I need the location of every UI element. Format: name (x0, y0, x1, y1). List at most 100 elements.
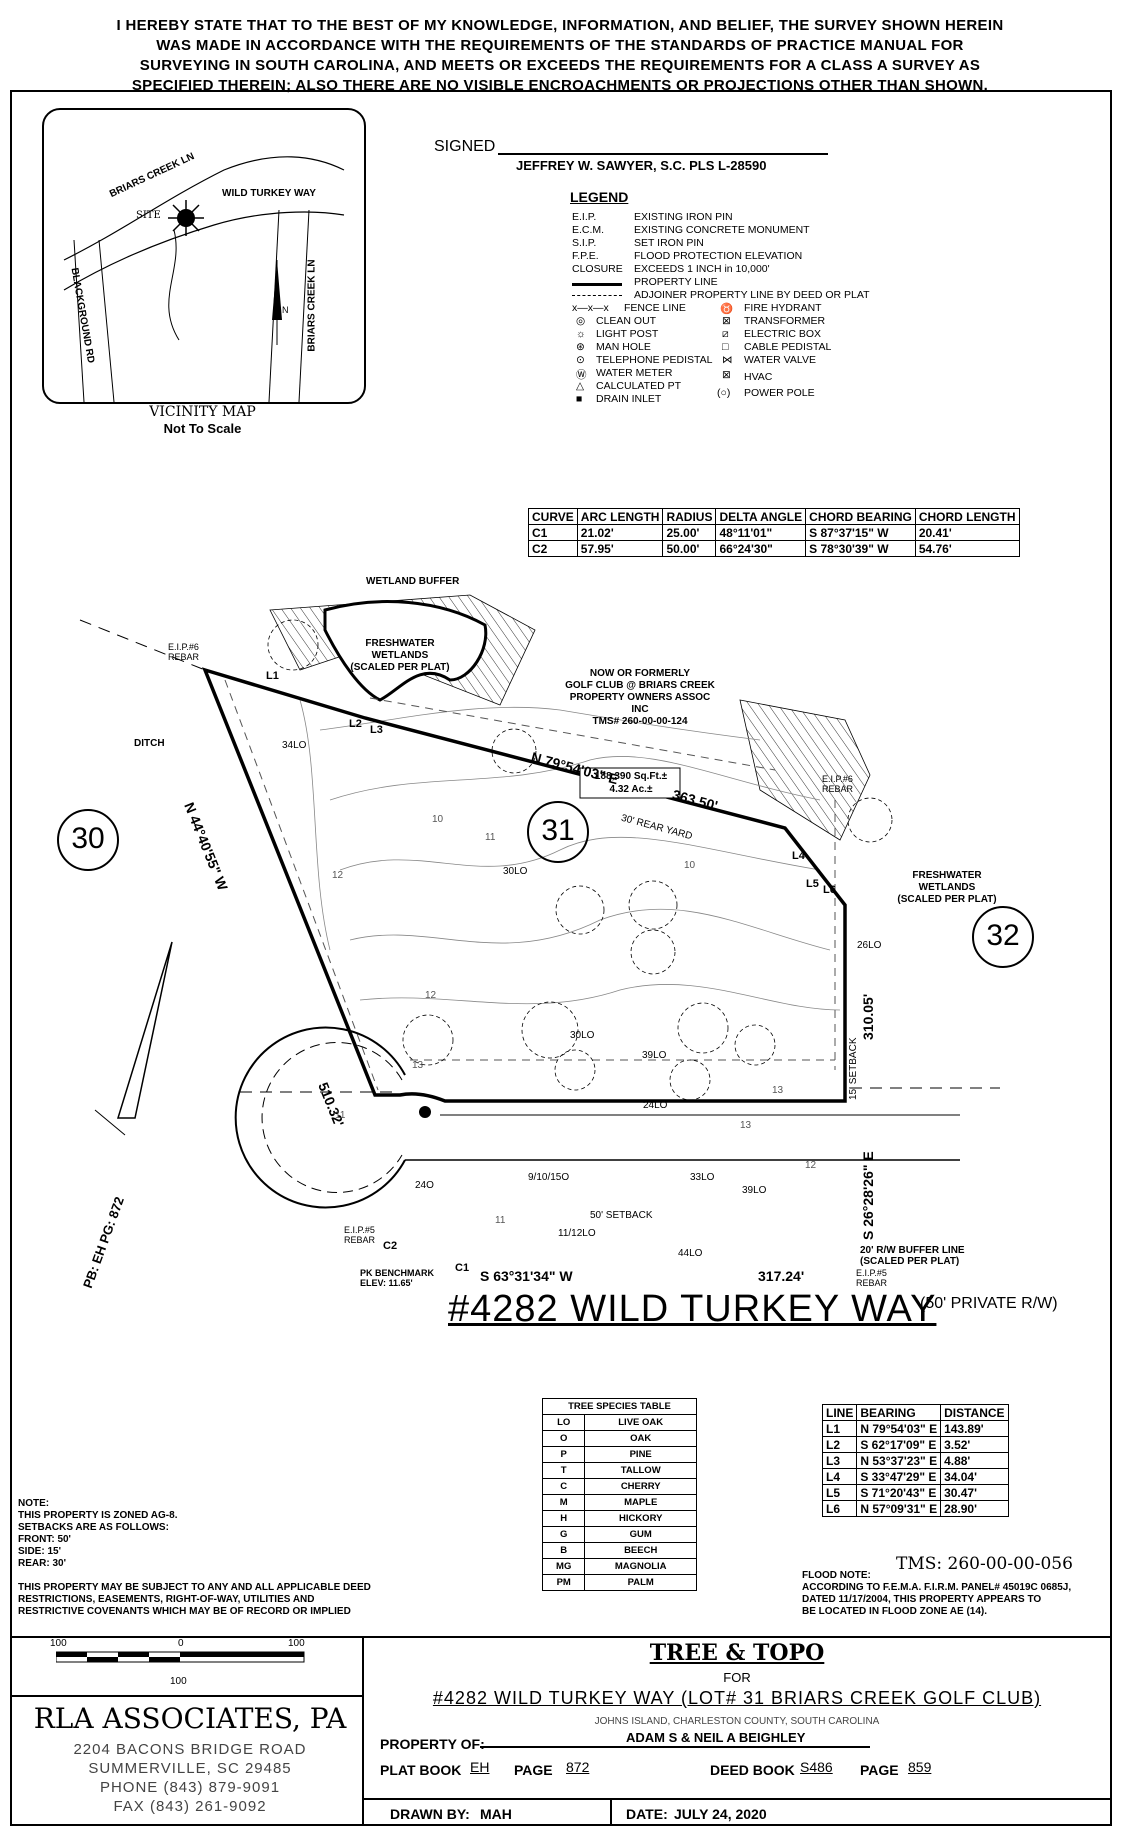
side-setback-label: 15' SETBACK (848, 1037, 859, 1101)
legend-fpe-code: F.P.E. (572, 250, 599, 262)
property-line-icon (572, 283, 622, 286)
drawn-by-value: MAH (480, 1806, 512, 1822)
curve-table: CURVE ARC LENGTH RADIUS DELTA ANGLE CHOR… (528, 508, 1020, 557)
surveyor-name: JEFFREY W. SAWYER, S.C. PLS L-28590 (516, 158, 767, 173)
vicinity-map: BRIARS CREEK LN WILD TURKEY WAY BLACKGRO… (42, 108, 366, 404)
benchmark-label: PK BENCHMARK ELEV: 11.65' (360, 1268, 434, 1288)
address-label: #4282 WILD TURKEY WAY (448, 1288, 937, 1330)
line-header-cell: BEARING (856, 1404, 942, 1421)
line-l3-label: L3 (370, 724, 383, 736)
lot-32-number: 32 (986, 919, 1020, 952)
adjoiner-line: PROPERTY OWNERS ASSOC INC (569, 692, 711, 715)
line-header-cell: DISTANCE (940, 1404, 1009, 1421)
road-briars-creek-ln-2: BRIARS CREEK LN (306, 259, 318, 352)
legend: E.I.P. EXISTING IRON PIN E.C.M. EXISTING… (572, 211, 902, 405)
adjoiner-label: NOW OR FORMERLY GOLF CLUB @ BRIARS CREEK… (560, 668, 720, 728)
table-cell: 57.95' (576, 540, 664, 557)
tree-code: MG (541, 1558, 586, 1575)
company-address-line: 2204 BACONS BRIDGE ROAD (73, 1741, 307, 1758)
south-distance-label: 317.24' (758, 1268, 805, 1284)
row-note: (50' PRIVATE R/W) (920, 1295, 1058, 1312)
east-bearing-label: S 26°28'26" E (860, 1151, 876, 1240)
adjoiner-line-icon (572, 295, 622, 296)
table-cell: 30.47' (940, 1484, 1009, 1501)
contour-label: 12 (332, 870, 344, 881)
line-header-cell: LINE (821, 1404, 858, 1421)
vicinity-map-drawing (63, 156, 345, 403)
freshwater-line: (SCALED PER PLAT) (350, 662, 450, 673)
freshwater-line: WETLANDS (371, 650, 429, 661)
rw-buffer-line: 20' R/W BUFFER LINE (860, 1245, 965, 1256)
wetland-buffer-area-2 (739, 699, 871, 841)
zoning-note-line: FRONT: 50' (18, 1534, 71, 1545)
table-cell: L2 (821, 1436, 858, 1453)
flood-note-line: DATED 11/17/2004, THIS PROPERTY APPEARS … (802, 1594, 1042, 1605)
company-address: 2204 BACONS BRIDGE ROAD SUMMERVILLE, SC … (20, 1740, 360, 1816)
tree-label: 24O (415, 1180, 434, 1191)
legend-transformer: TRANSFORMER (744, 315, 826, 327)
scale-label-right: 100 (288, 1638, 305, 1649)
scale-bar-bottom: 100 (170, 1676, 187, 1687)
legend-clean-out: CLEAN OUT (596, 315, 657, 327)
south-bearing-label: S 63°31'34" W (480, 1268, 573, 1284)
deed-page-value: 859 (908, 1759, 932, 1775)
table-cell: 54.76' (914, 540, 1020, 557)
north-arrow-icon (116, 941, 173, 1119)
eip-line: E.I.P.#5 (344, 1225, 375, 1235)
contour-label: 13 (412, 1060, 424, 1071)
zoning-note-line: SIDE: 15' (18, 1546, 61, 1557)
road-wild-turkey-way: WILD TURKEY WAY (222, 188, 316, 199)
eip-line: REBAR (822, 784, 854, 794)
scale-label-left: 100 (50, 1638, 67, 1649)
plat-book-value: EH (470, 1759, 490, 1775)
tree-label: 11/12LO (558, 1228, 596, 1239)
front-setback-label: 50' SETBACK (590, 1210, 653, 1221)
table-cell: 28.90' (940, 1500, 1009, 1517)
hvac-icon: ⊠ (722, 369, 731, 381)
cert-line: SURVEYING IN SOUTH CAROLINA, AND MEETS O… (139, 57, 981, 74)
freshwater-wetlands-area (323, 600, 488, 702)
scale-bar (56, 1651, 305, 1663)
date-label: DATE: (626, 1806, 668, 1822)
cert-line: SPECIFIED THEREIN; ALSO THERE ARE NO VIS… (131, 77, 989, 94)
tree-species: GUM (584, 1526, 697, 1543)
flood-note-line: ACCORDING TO F.E.M.A. F.I.R.M. PANEL# 45… (802, 1582, 1072, 1593)
tree-species: LIVE OAK (584, 1414, 697, 1431)
table-cell: S 87°37'15" W (805, 524, 916, 541)
table-cell: 143.89' (940, 1420, 1009, 1437)
tree-species: HICKORY (584, 1510, 697, 1527)
tree-code: G (541, 1526, 586, 1543)
cert-line: WAS MADE IN ACCORDANCE WITH THE REQUIREM… (156, 37, 964, 54)
deed-note-line: THIS PROPERTY MAY BE SUBJECT TO ANY AND … (18, 1582, 371, 1593)
flood-note: FLOOD NOTE: ACCORDING TO F.E.M.A. F.I.R.… (802, 1570, 1071, 1618)
table-cell: S 71°20'43" E (856, 1484, 942, 1501)
tree-code: T (541, 1462, 586, 1479)
tree-label: 26LO (857, 940, 882, 951)
tree-label: 39LO (742, 1185, 767, 1196)
zoning-note-line: THIS PROPERTY IS ZONED AG-8. (18, 1510, 178, 1521)
table-cell: 4.88' (940, 1452, 1009, 1469)
eip-line: E.I.P.#5 (856, 1268, 887, 1278)
table-cell: L5 (821, 1484, 858, 1501)
table-cell: 34.04' (940, 1468, 1009, 1485)
line-l1-label: L1 (266, 670, 279, 682)
legend-fpe-desc: FLOOD PROTECTION ELEVATION (634, 250, 803, 262)
eip-line: E.I.P.#6 (168, 642, 199, 652)
signed-label: SIGNED (434, 138, 496, 155)
zoning-note: NOTE: THIS PROPERTY IS ZONED AG-8. SETBA… (18, 1498, 177, 1570)
tree-code: PM (541, 1574, 586, 1591)
tree-label: 34LO (282, 740, 307, 751)
tree-label: 9/10/15O (528, 1172, 570, 1183)
plat-page-label: PAGE (514, 1762, 553, 1778)
table-cell: N 53°37'23" E (856, 1452, 942, 1469)
drawing-location: JOHNS ISLAND, CHARLESTON COUNTY, SOUTH C… (594, 1716, 880, 1727)
contour-label: 10 (684, 860, 696, 871)
lot-area-label: 188,390 Sq.Ft.± 4.32 Ac.± (582, 770, 680, 796)
zoning-note-line: REAR: 30' (18, 1558, 66, 1569)
